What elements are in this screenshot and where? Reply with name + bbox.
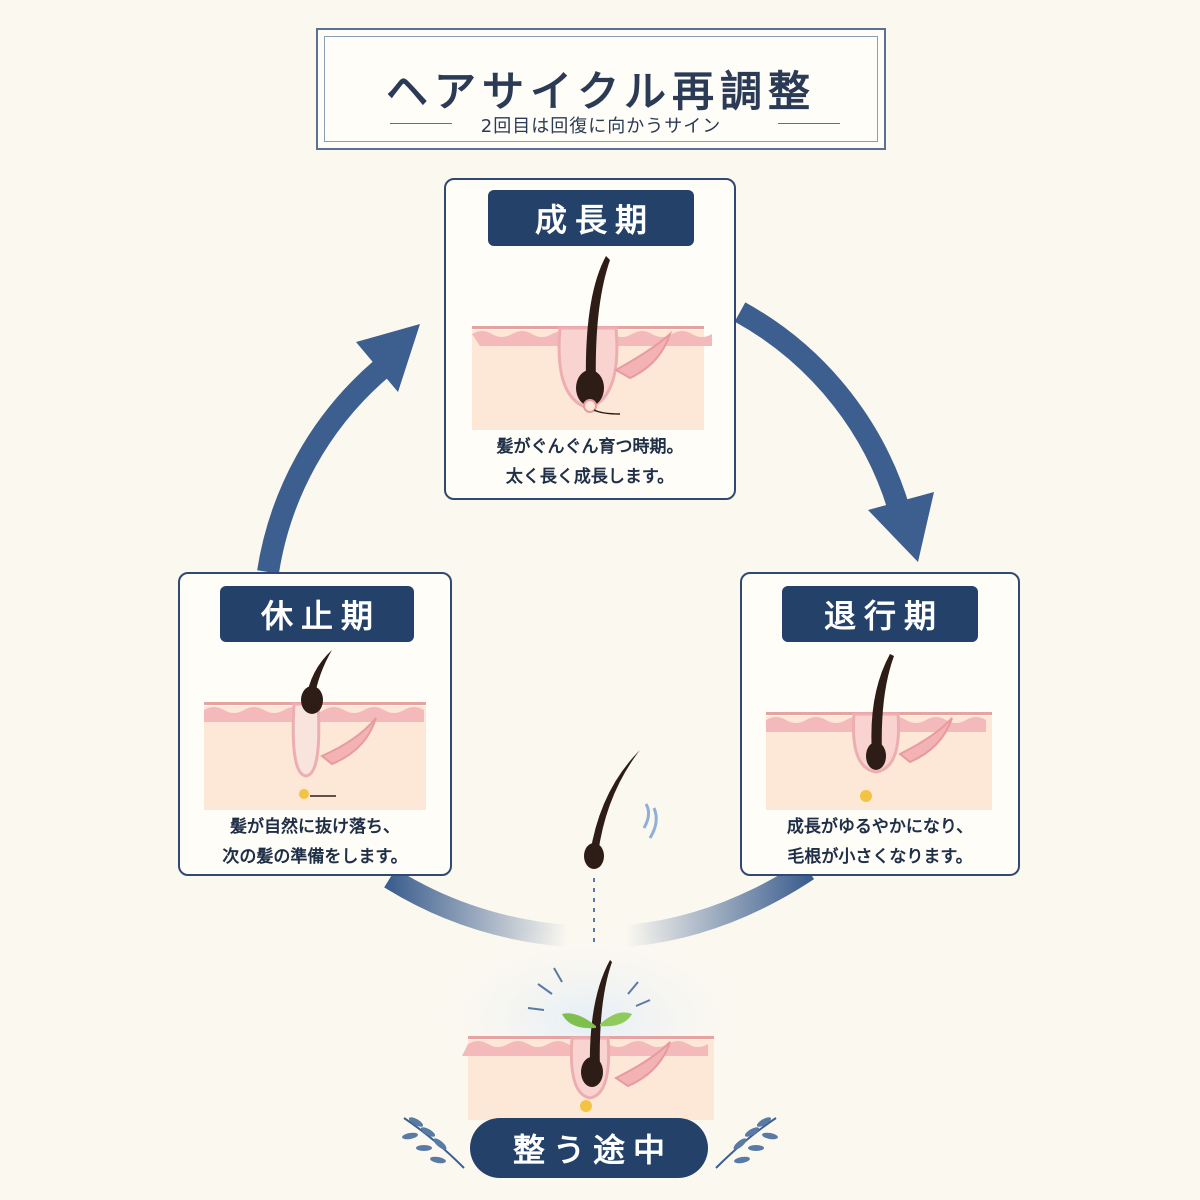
phase-badge-growth: 成長期: [488, 190, 694, 246]
hair-follicle-illustration: [204, 650, 426, 810]
phase-badge-catagen: 退行期: [782, 586, 978, 642]
page-subtitle: 2回目は回復に向かうサイン: [480, 116, 722, 137]
hair-follicle-illustration: [472, 256, 712, 430]
desc-line-2: 太く長く成長します。: [505, 467, 675, 487]
falling-hair-icon: [584, 750, 658, 946]
bottom-status-label: 整う途中: [470, 1118, 708, 1178]
hair-follicle-illustration: [766, 654, 992, 810]
title-divider-left: [390, 123, 452, 124]
phase-description-telogen: 髪が自然に抜け落ち、 次の髪の準備をします。: [180, 812, 450, 872]
page-title: ヘアサイクル再調整: [386, 67, 816, 116]
recovering-follicle-illustration: [462, 960, 714, 1120]
desc-line-2: 毛根が小さくなります。: [787, 847, 973, 867]
phase-description-catagen: 成長がゆるやかになり、 毛根が小さくなります。: [742, 812, 1018, 872]
arrow-telogen-to-bottom: [384, 868, 569, 947]
arrow-telogen-to-growth: [257, 361, 388, 574]
phase-description-growth: 髪がぐんぐん育つ時期。 太く長く成長します。: [446, 432, 734, 492]
laurel-branch-icon: [402, 1117, 465, 1169]
card-catagen-phase: 退行期 成長がゆるやかになり、 毛根が小さくなります。: [740, 572, 1020, 876]
arrow-growth-to-catagen: [734, 302, 913, 523]
phase-badge-telogen: 休止期: [220, 586, 414, 642]
desc-line-1: 髪がぐんぐん育つ時期。: [496, 437, 684, 457]
card-growth-phase: 成長期 髪がぐんぐん育つ時期。 太く長く成長します。: [444, 178, 736, 500]
arrowhead-left: [356, 324, 420, 392]
desc-line-2: 次の髪の準備をします。: [222, 847, 408, 867]
arrowhead-right: [868, 492, 934, 562]
title-box: ヘアサイクル再調整 2回目は回復に向かうサイン: [316, 28, 886, 150]
sprout-icon: [562, 1012, 632, 1029]
sparkle-lines: [527, 967, 651, 1011]
laurel-branch-icon: [715, 1117, 778, 1169]
desc-line-1: 髪が自然に抜け落ち、: [230, 817, 400, 837]
title-divider-right: [778, 123, 840, 124]
desc-line-1: 成長がゆるやかになり、: [786, 817, 974, 837]
card-telogen-phase: 休止期 髪が自然に抜け落ち、 次の髪の準備をします。: [178, 572, 452, 876]
